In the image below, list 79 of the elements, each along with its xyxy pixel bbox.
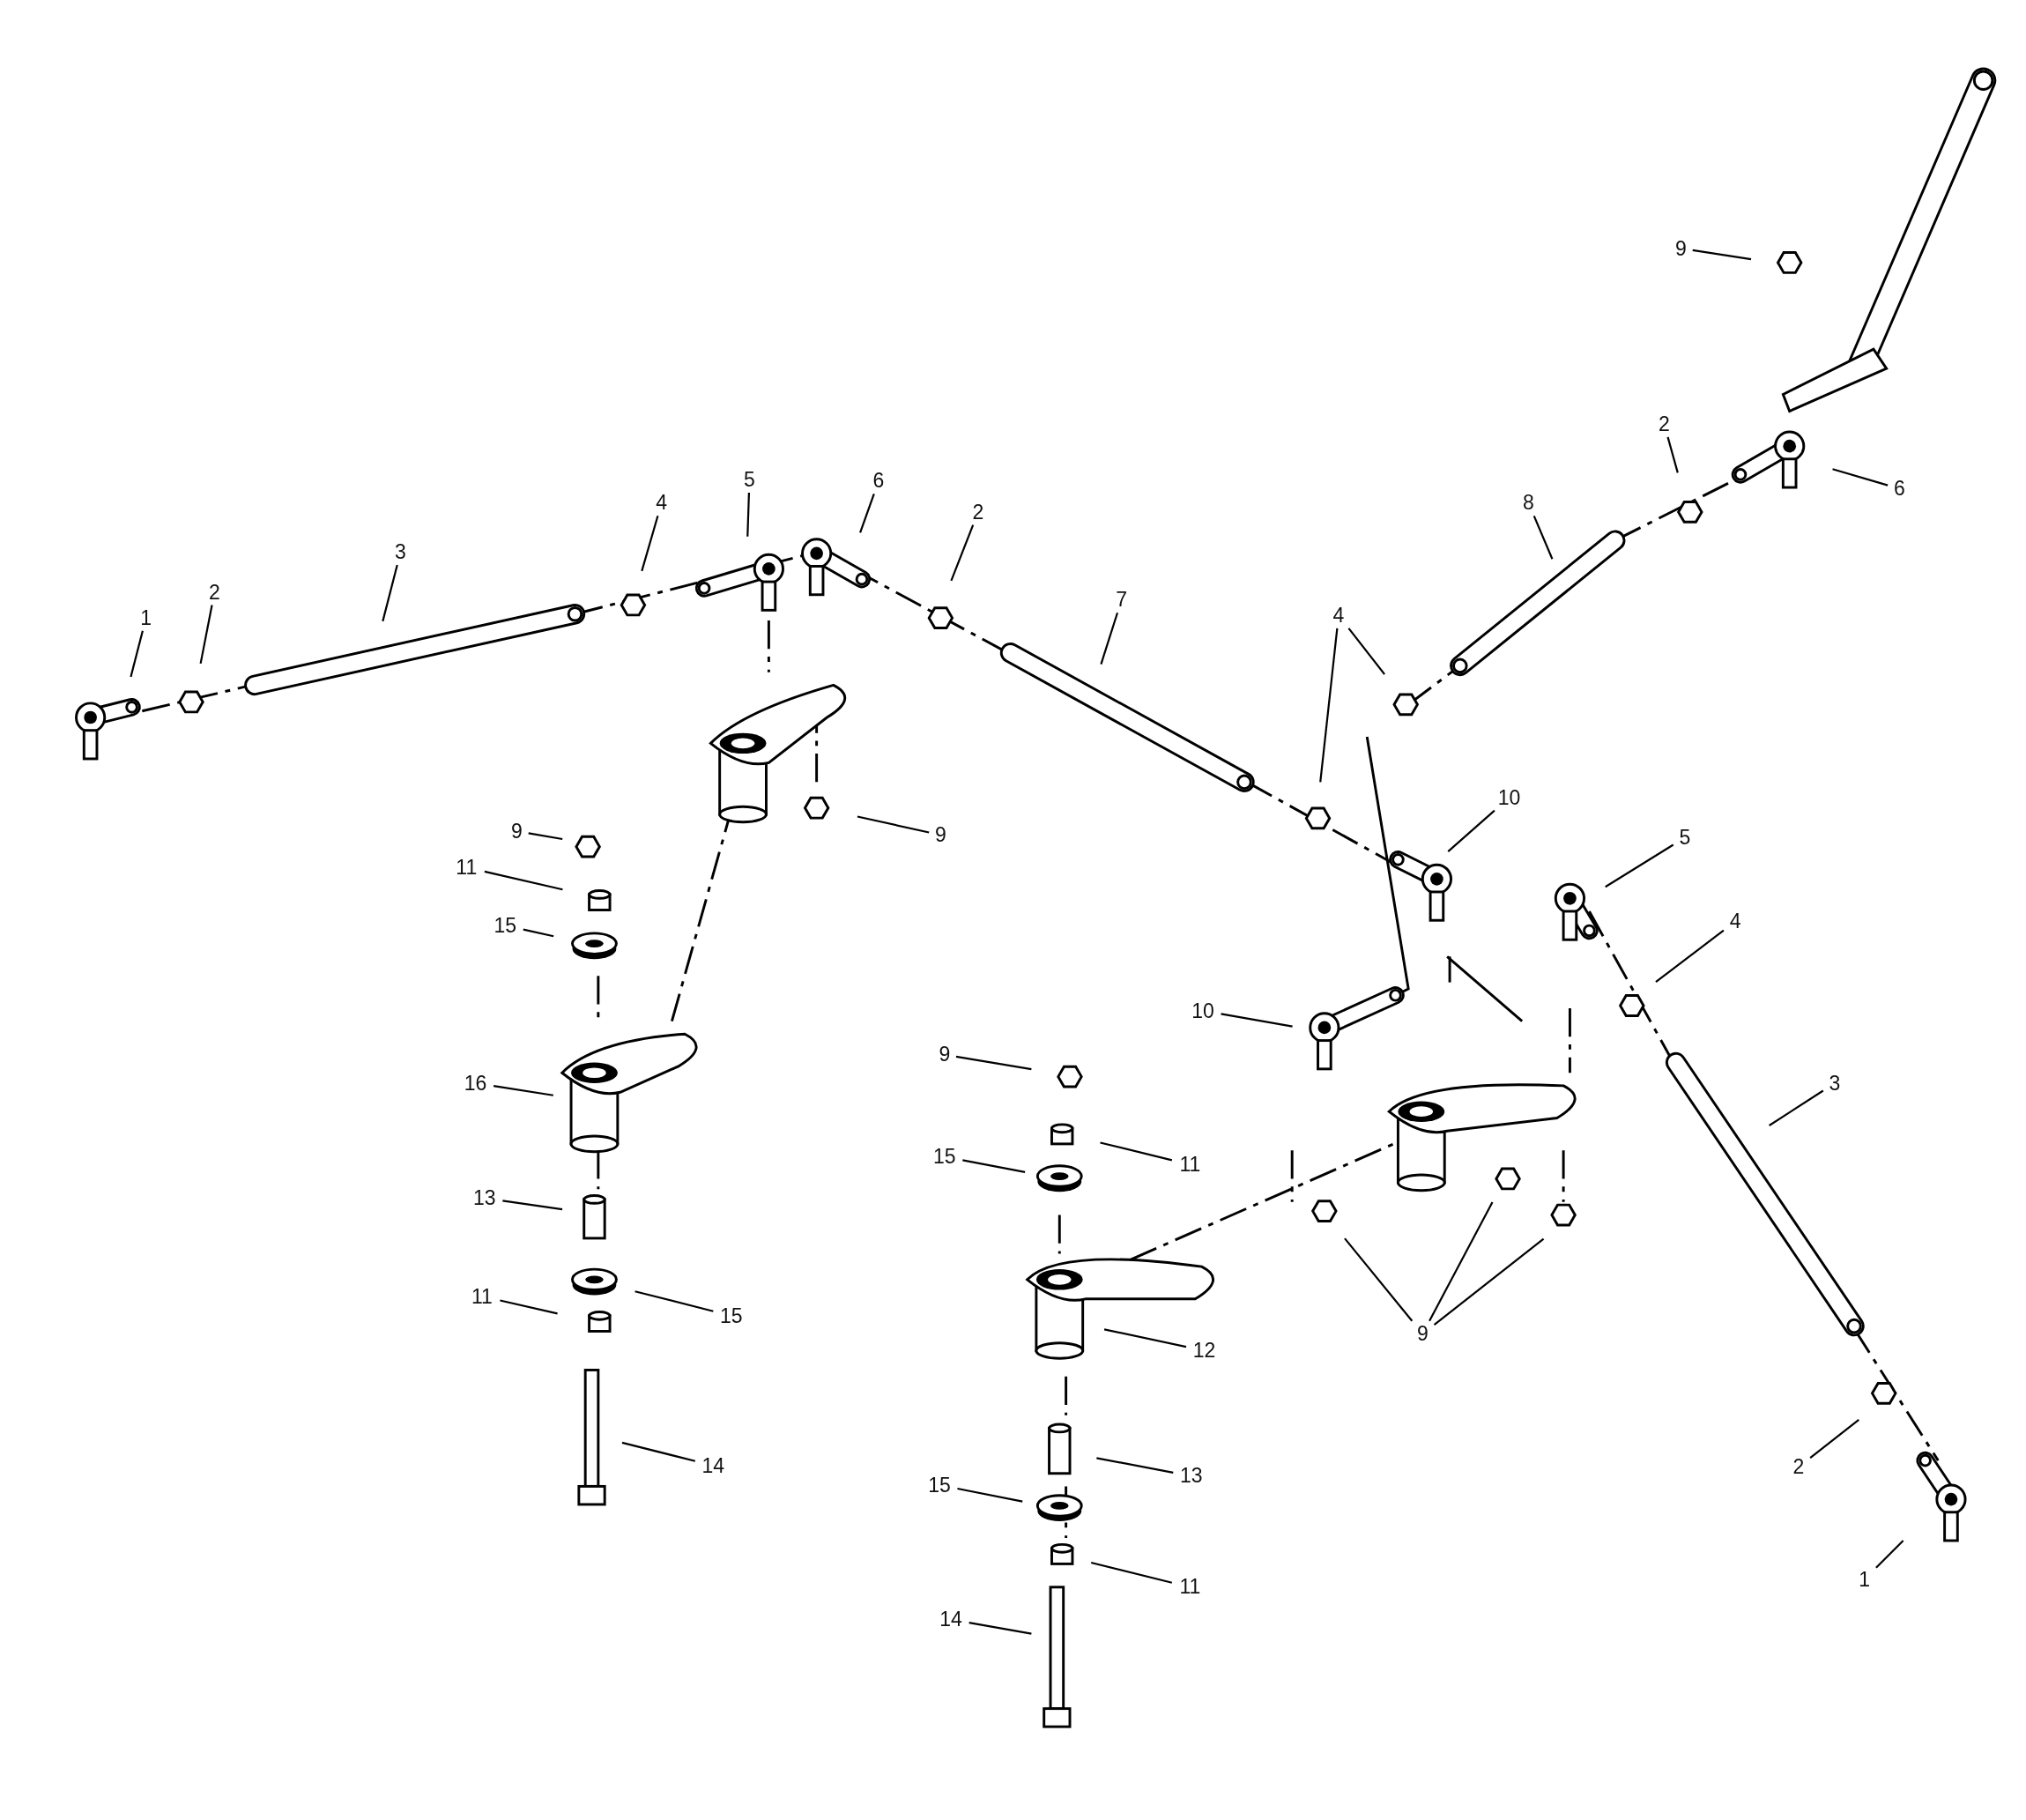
leader-line: [1344, 1237, 1414, 1322]
leader-line: [1875, 1540, 1904, 1569]
leader-line: [950, 524, 975, 582]
leader-line: [1655, 929, 1725, 984]
callout-number: 6: [1893, 478, 1905, 499]
callout-number: 12: [1192, 1340, 1216, 1361]
leader-line: [1447, 809, 1495, 852]
leader-line: [1666, 436, 1679, 473]
callout-number: 13: [1180, 1465, 1203, 1486]
callout-number: 9: [511, 821, 523, 842]
leader-line: [1433, 1237, 1545, 1326]
callout-number: 15: [494, 915, 517, 936]
leader-line: [641, 516, 659, 572]
leader-line: [635, 1290, 714, 1312]
leader-line: [130, 630, 144, 678]
callout-number: 9: [1675, 238, 1687, 258]
callout-number: 2: [1792, 1456, 1805, 1477]
leader-line: [1692, 249, 1752, 261]
leader-line: [968, 1622, 1032, 1635]
leader-line: [199, 605, 213, 665]
callout-number: 9: [1416, 1323, 1429, 1344]
callout-number: 16: [464, 1073, 487, 1094]
leader-line: [493, 1085, 553, 1096]
callout-number: 2: [209, 582, 220, 602]
callout-number: 15: [720, 1305, 743, 1326]
callout-number: 11: [1179, 1154, 1201, 1175]
callout-number: 4: [1332, 605, 1345, 626]
leader-line: [857, 815, 930, 834]
callout-number: 14: [701, 1455, 725, 1476]
leader-line: [1100, 612, 1119, 665]
callout-number: 10: [1497, 787, 1521, 808]
leader-line: [1090, 1562, 1173, 1584]
leader-line: [955, 1055, 1032, 1071]
callout-number: 11: [1179, 1577, 1201, 1597]
leader-line: [1809, 1419, 1859, 1459]
callout-number: 3: [395, 541, 406, 562]
callout-number: 11: [456, 857, 478, 878]
callout-number: 5: [744, 469, 755, 490]
callout-number: 3: [1829, 1073, 1841, 1094]
callout-number: 15: [933, 1146, 956, 1167]
leader-line: [1100, 1141, 1173, 1162]
leader-line: [1832, 468, 1889, 487]
callout-number: 2: [1659, 413, 1670, 435]
callout-number: 7: [1116, 589, 1128, 610]
leader-line: [523, 928, 554, 938]
callout-number: 8: [1523, 492, 1534, 513]
leader-line: [1319, 628, 1339, 783]
callout-number: 4: [656, 492, 668, 513]
callout-number: 2: [972, 501, 984, 523]
callout-number: 11: [471, 1286, 493, 1307]
leader-line: [500, 1299, 558, 1315]
leader-line: [962, 1159, 1026, 1173]
leader-line: [502, 1200, 563, 1211]
leader-line: [484, 870, 563, 891]
callout-number: 9: [939, 1044, 951, 1065]
leader-line: [1532, 515, 1554, 560]
callout-number: 5: [1679, 827, 1691, 848]
leader-line: [382, 564, 398, 622]
callout-number: 9: [935, 824, 946, 845]
callout-number: 15: [928, 1475, 951, 1496]
callout-number: 13: [473, 1187, 496, 1208]
leader-line: [1429, 1201, 1494, 1322]
callout-number: 4: [1729, 910, 1741, 932]
leader-line: [1769, 1089, 1824, 1126]
leader-line: [1221, 1013, 1293, 1028]
callout-number: 6: [872, 470, 885, 491]
callout-number: 10: [1191, 1000, 1214, 1021]
callout-number: 1: [1859, 1569, 1871, 1590]
leader-line: [1347, 628, 1385, 675]
leader-line: [528, 832, 563, 841]
leader-line: [957, 1487, 1023, 1503]
leader-line: [746, 492, 750, 537]
callout-number: 1: [140, 607, 152, 628]
leader-line: [1096, 1457, 1174, 1474]
leader-line: [1605, 843, 1674, 888]
leader-line: [621, 1441, 696, 1462]
callout-number: 14: [939, 1608, 962, 1630]
leader-line: [859, 494, 875, 533]
leader-line: [1103, 1328, 1187, 1348]
